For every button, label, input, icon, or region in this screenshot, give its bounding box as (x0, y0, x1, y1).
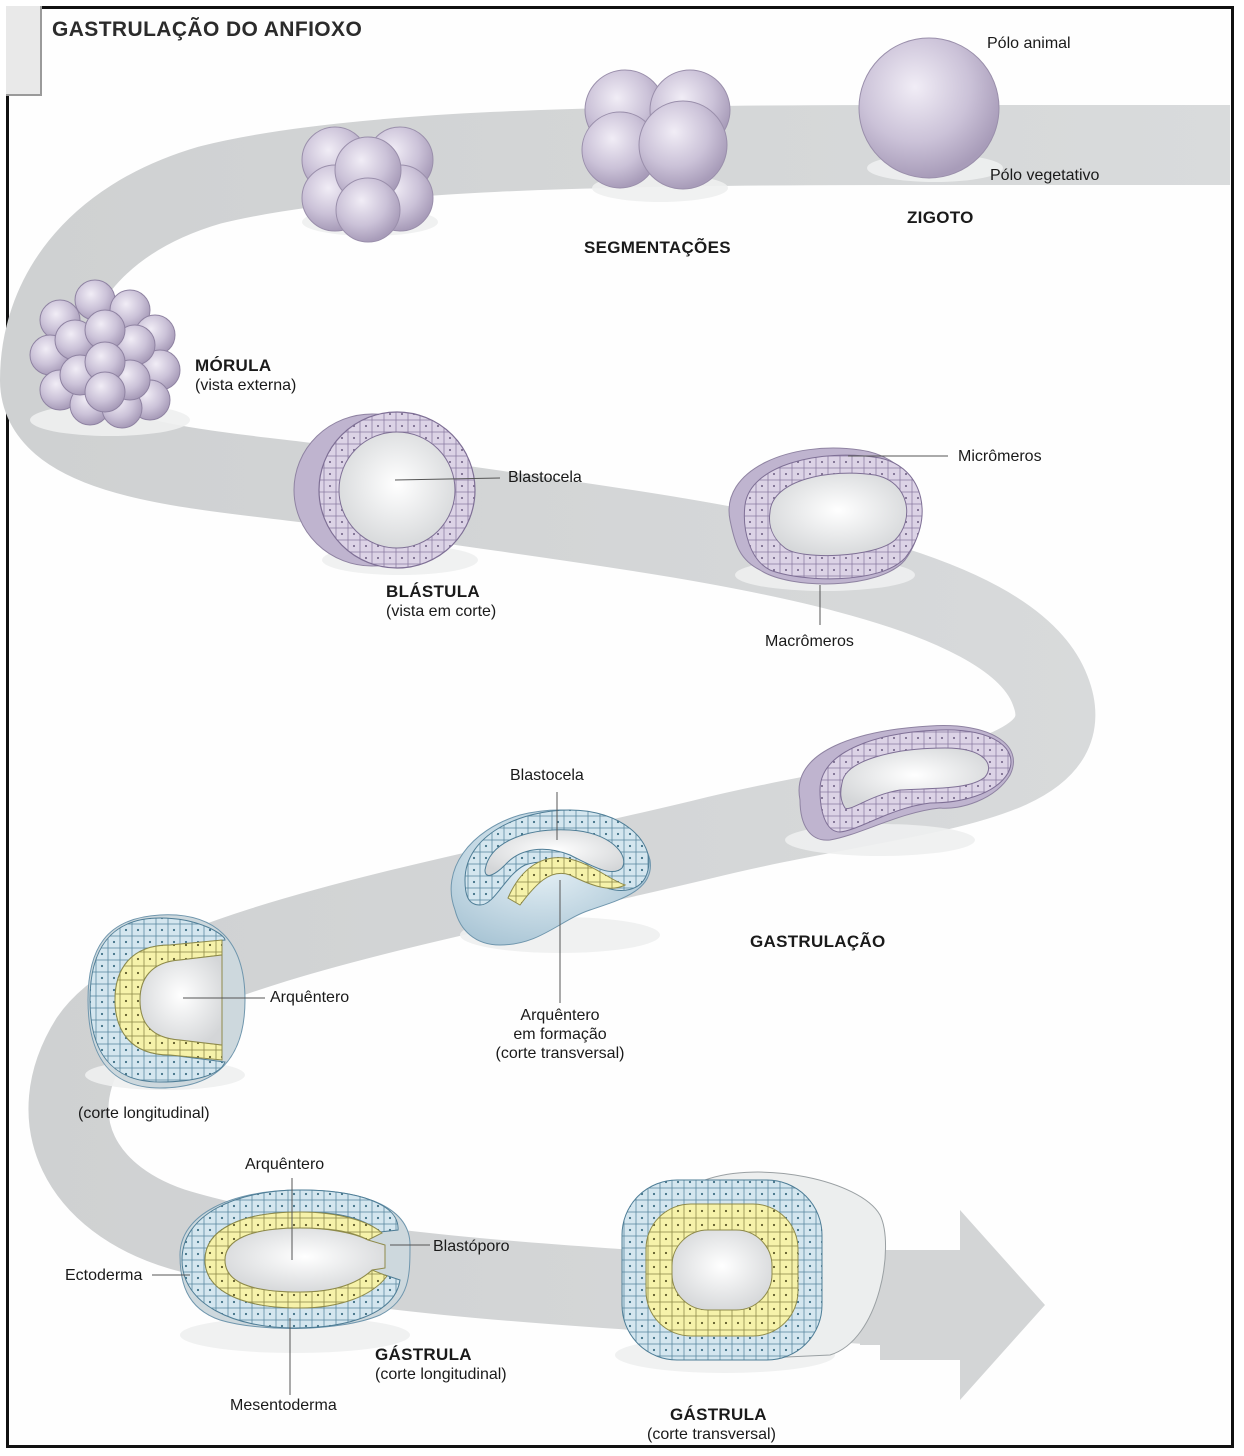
label-polo-animal: Pólo animal (987, 34, 1071, 54)
label-gastrula-1-sub: (corte longitudinal) (375, 1365, 507, 1385)
label-arquentero-formacao-2: em formação (480, 1025, 640, 1045)
label-ectoderma: Ectoderma (65, 1266, 142, 1286)
label-gastrula-2: GÁSTRULA (670, 1405, 767, 1425)
four-cell-embryo (582, 70, 730, 189)
label-polo-vegetativo: Pólo vegetativo (990, 166, 1099, 186)
longitudinal-gastrula-section (88, 915, 245, 1088)
label-arquentero-formacao-3: (corte transversal) (480, 1044, 640, 1064)
zigoto-sphere (859, 38, 999, 178)
label-morula: MÓRULA (195, 356, 271, 376)
label-gastrula-1: GÁSTRULA (375, 1345, 472, 1365)
label-blastula-sub: (vista em corte) (386, 602, 496, 622)
label-corte-longitudinal: (corte longitudinal) (78, 1104, 210, 1124)
figure-title: GASTRULAÇÃO DO ANFIOXO (52, 18, 362, 42)
label-micromeros: Micrômeros (958, 447, 1042, 467)
label-arquentero-2: Arquêntero (245, 1155, 324, 1175)
label-arquentero-formacao-1: Arquêntero (480, 1006, 640, 1026)
label-segmentacoes: SEGMENTAÇÕES (584, 238, 731, 258)
label-mesentoderma: Mesentoderma (230, 1396, 337, 1416)
label-blastula: BLÁSTULA (386, 582, 480, 602)
label-blastocela-2: Blastocela (510, 766, 584, 786)
label-gastrula-2-sub: (corte transversal) (647, 1425, 776, 1445)
blastula-section (294, 412, 475, 568)
label-morula-sub: (vista externa) (195, 376, 296, 396)
morula-cluster (30, 280, 180, 428)
gastrula-longitudinal-section (180, 1190, 410, 1328)
micromeres-macromeres-section (729, 448, 922, 584)
label-gastrulacao: GASTRULAÇÃO (750, 932, 886, 952)
label-blastoporo: Blastóporo (433, 1237, 510, 1257)
gastrula-transverse-section (622, 1172, 886, 1360)
label-arquentero-1: Arquêntero (270, 988, 349, 1008)
eight-cell-embryo (302, 127, 433, 242)
developmental-path (40, 145, 1230, 1305)
label-blastocela-1: Blastocela (508, 468, 582, 488)
label-macromeros: Macrômeros (765, 632, 854, 652)
label-zigoto: ZIGOTO (907, 208, 974, 228)
